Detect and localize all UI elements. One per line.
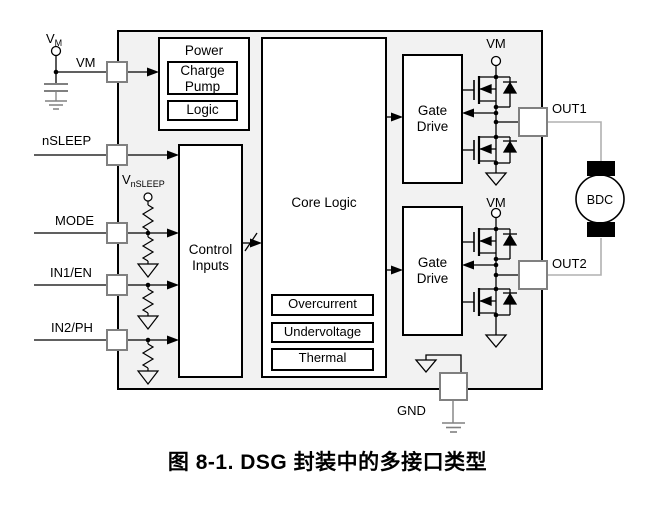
pin-label-in1: IN1/EN: [50, 265, 92, 280]
control-inputs-label: Control Inputs: [188, 242, 233, 273]
arrowhead-control-to-core: [250, 238, 262, 248]
vm-rail-terminal-1: [490, 55, 502, 67]
ground-arrow: [484, 334, 508, 349]
vm-supply-subscript: M: [54, 38, 63, 48]
body-diode: [502, 233, 518, 246]
core-logic-block: [261, 37, 387, 378]
motor-brush-top: [587, 161, 615, 176]
overcurrent-label: Overcurrent: [288, 296, 357, 311]
charge-pump-block: [167, 61, 238, 95]
control-inputs-block: [178, 144, 243, 378]
pin-out2: [518, 260, 548, 290]
overcurrent-block: [271, 294, 374, 316]
ground-arrow: [136, 370, 160, 385]
block-rects: [158, 37, 463, 378]
pin-in1-en: [106, 274, 128, 296]
thermal-label: Thermal: [298, 350, 347, 365]
resistor: [141, 204, 155, 231]
chain-junction-dots: [145, 230, 151, 343]
arrowhead-mode: [167, 228, 179, 238]
gate-drive-1-block: [402, 54, 463, 184]
undervoltage-label: Undervoltage: [283, 324, 362, 339]
arrowhead-vm-to-power: [147, 67, 159, 77]
pin-mode: [106, 222, 128, 244]
fet-arrow: [479, 84, 492, 94]
pin-out1: [518, 107, 548, 137]
arrowhead-core-to-gd1: [391, 112, 403, 122]
fet-arrow: [479, 236, 492, 246]
pin-label-in2: IN2/PH: [51, 320, 93, 335]
vm-decoupling-cap-and-ground: [44, 83, 68, 110]
vm-rail-label-1: VM: [486, 36, 506, 51]
vm-supply-main: V: [46, 31, 55, 46]
gate-drive-1-label: Gate Drive: [416, 103, 449, 134]
power-block-label: Power: [184, 43, 224, 58]
gate-drive-2-label: Gate Drive: [416, 255, 449, 286]
pin-label-gnd: GND: [397, 403, 426, 418]
figure-caption: 图 8-1. DSG 封装中的多接口类型: [167, 451, 488, 474]
vm-supply-label: VM: [46, 31, 63, 49]
pin-label-out1: OUT1: [552, 101, 587, 116]
core-logic-label: Core Logic: [291, 195, 357, 210]
logic-block: [167, 100, 238, 121]
pin-nsleep: [106, 144, 128, 166]
arrowhead-nsleep: [167, 150, 179, 160]
pin-label-out2: OUT2: [552, 256, 587, 271]
input-stub-wires: [34, 154, 107, 341]
body-diode: [502, 140, 518, 153]
motor-brush-bottom: [587, 222, 615, 237]
ground-arrow: [484, 172, 508, 187]
motor-wires: [547, 121, 602, 276]
arrowhead-in2: [167, 335, 179, 345]
pin-label-vm: VM: [76, 55, 96, 70]
pin-gnd: [439, 372, 468, 401]
resistor: [141, 236, 155, 262]
vnsleep-subscript: nSLEEP: [130, 179, 165, 189]
logic-label: Logic: [186, 102, 219, 117]
gnd-network: [414, 354, 465, 433]
vnsleep-pullup-chain: [136, 192, 160, 278]
charge-pump-label: Charge Pump: [180, 63, 225, 94]
ground-arrow: [136, 315, 160, 330]
thermal-block: [271, 348, 374, 371]
body-diode: [502, 81, 518, 94]
fet-arrow: [479, 144, 492, 154]
junction-dot: [53, 69, 59, 75]
vnsleep-label: VnSLEEP: [122, 172, 165, 190]
undervoltage-block: [271, 322, 374, 343]
pin-vm: [106, 61, 128, 83]
bridge2-junction-dots: [493, 226, 499, 318]
pin-squares: [106, 61, 548, 401]
pin-label-mode: MODE: [55, 213, 94, 228]
arrowhead-bridge2-to-gd2: [462, 260, 474, 270]
body-diode: [502, 292, 518, 305]
resistor: [141, 343, 155, 369]
bridge1-junction-dots: [493, 74, 499, 166]
pin-in2-ph: [106, 329, 128, 351]
fet-arrow: [479, 296, 492, 306]
vnsleep-terminal: [143, 192, 153, 202]
pin-label-nsleep: nSLEEP: [42, 133, 92, 148]
input-arrowheads: [147, 67, 179, 345]
vm-rail-label-2: VM: [486, 195, 506, 210]
arrowhead-bridge1-to-gd1: [462, 108, 474, 118]
gate-drive-2-block: [402, 206, 463, 336]
ground-arrow: [136, 263, 160, 278]
arrowhead-in1: [167, 280, 179, 290]
bdc-motor-label: BDC: [586, 193, 614, 207]
arrowhead-core-to-gd2: [391, 265, 403, 275]
half-bridge-1: [462, 55, 519, 187]
vnsleep-main: V: [122, 172, 131, 187]
resistor: [141, 288, 155, 314]
